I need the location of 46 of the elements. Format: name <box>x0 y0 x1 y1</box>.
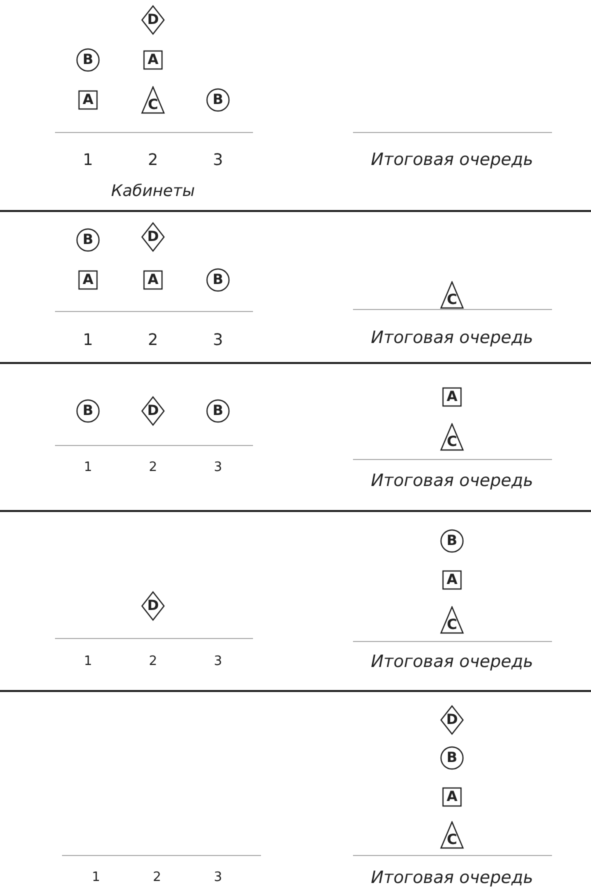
circle-marker: B <box>206 268 230 292</box>
column-number: 3 <box>214 460 222 476</box>
circle-marker: B <box>206 88 230 112</box>
triangle-marker: C <box>440 821 464 849</box>
square-marker: A <box>78 270 98 290</box>
column-number: 2 <box>148 460 158 476</box>
caption-text: Итоговая очередь <box>370 328 534 348</box>
square-marker: A <box>442 787 462 807</box>
circle-marker: B <box>440 529 464 553</box>
circle-marker: B <box>440 746 464 770</box>
diamond-marker: D <box>440 705 464 735</box>
diamond-marker: D <box>141 396 165 426</box>
circle-marker: B <box>76 228 100 252</box>
column-number: 3 <box>214 654 222 670</box>
column-number: 2 <box>148 150 158 170</box>
square-marker: A <box>442 387 462 407</box>
caption-text: Итоговая очередь <box>370 868 534 888</box>
caption-text: Итоговая очередь <box>370 652 534 672</box>
square-marker: A <box>143 270 163 290</box>
triangle-marker: C <box>440 281 464 309</box>
square-marker: A <box>143 50 163 70</box>
square-marker: A <box>442 570 462 590</box>
column-number: 3 <box>214 870 222 886</box>
diamond-marker: D <box>141 591 165 621</box>
diamond-marker: D <box>141 5 165 35</box>
column-number: 1 <box>84 654 92 670</box>
caption-text: Итоговая очередь <box>370 470 534 491</box>
column-number: 2 <box>148 654 158 670</box>
column-number: 1 <box>82 330 94 350</box>
circle-marker: B <box>76 48 100 72</box>
diamond-marker: D <box>141 222 165 252</box>
triangle-marker: C <box>440 606 464 634</box>
caption-text: Итоговая очередь <box>370 150 534 170</box>
column-number: 3 <box>212 150 224 170</box>
column-number: 1 <box>84 460 92 476</box>
column-number: 2 <box>152 870 162 886</box>
column-number: 1 <box>82 150 94 170</box>
square-marker: A <box>78 90 98 110</box>
column-number: 3 <box>212 330 224 350</box>
circle-marker: B <box>206 399 230 423</box>
column-number: 1 <box>92 870 100 886</box>
caption-text: Кабинеты <box>111 181 195 200</box>
triangle-marker: C <box>141 86 165 114</box>
column-number: 2 <box>148 330 158 350</box>
circle-marker: B <box>76 399 100 423</box>
triangle-marker: C <box>440 423 464 451</box>
